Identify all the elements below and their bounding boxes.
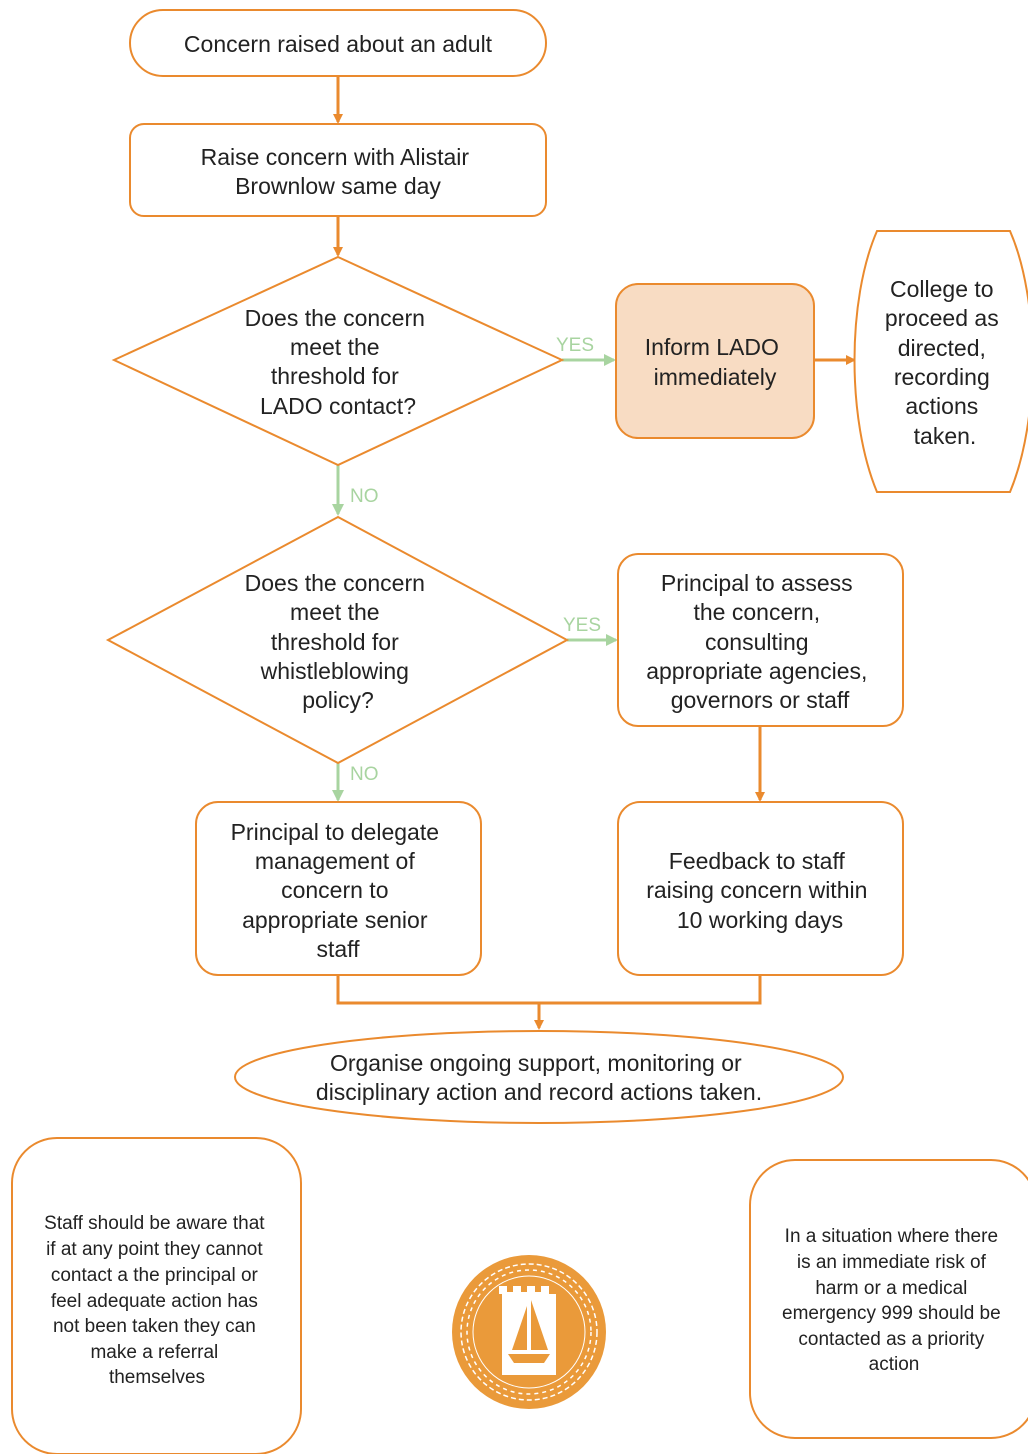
lado-threshold-decision	[111, 255, 565, 467]
feedback-box	[617, 801, 904, 976]
referral-note-text: Staff should be aware that if at any poi…	[44, 1213, 270, 1388]
college-logo-icon	[452, 1255, 606, 1409]
emergency-note-box	[749, 1159, 1028, 1439]
feedback-text: Feedback to staff raising concern within…	[646, 848, 874, 933]
yes-label: YES	[556, 335, 594, 356]
college-proceed-shape	[853, 230, 1028, 493]
principal-assess-text: Principal to assess the concern, consult…	[646, 570, 874, 713]
college-proceed-text: College to proceed as directed, recordin…	[885, 276, 1005, 449]
yes-label: YES	[563, 615, 601, 636]
start-terminator	[129, 9, 547, 77]
organise-text: Organise ongoing support, monitoring or …	[316, 1050, 762, 1105]
inform-lado-text: Inform LADO immediately	[645, 334, 786, 390]
organise-terminator	[234, 1030, 844, 1124]
principal-delegate-box	[195, 801, 482, 976]
principal-delegate-text: Principal to delegate management of conc…	[231, 819, 446, 962]
raise-concern-box	[129, 123, 547, 217]
whistleblowing-threshold-decision	[105, 515, 570, 765]
connector-merge	[336, 975, 762, 1005]
principal-assess-box	[617, 553, 904, 727]
lado-threshold-text: Does the concern meet the threshold for …	[245, 305, 432, 419]
start-text: Concern raised about an adult	[184, 31, 493, 57]
whistleblowing-threshold-text: Does the concern meet the threshold for …	[245, 570, 432, 713]
emergency-note-text: In a situation where there is an immedia…	[782, 1226, 1006, 1375]
no-label: NO	[350, 764, 379, 785]
no-label: NO	[350, 486, 379, 507]
raise-concern-text: Raise concern with Alistair Brownlow sam…	[201, 144, 476, 199]
referral-note-box	[11, 1137, 302, 1454]
inform-lado-box	[615, 283, 815, 439]
